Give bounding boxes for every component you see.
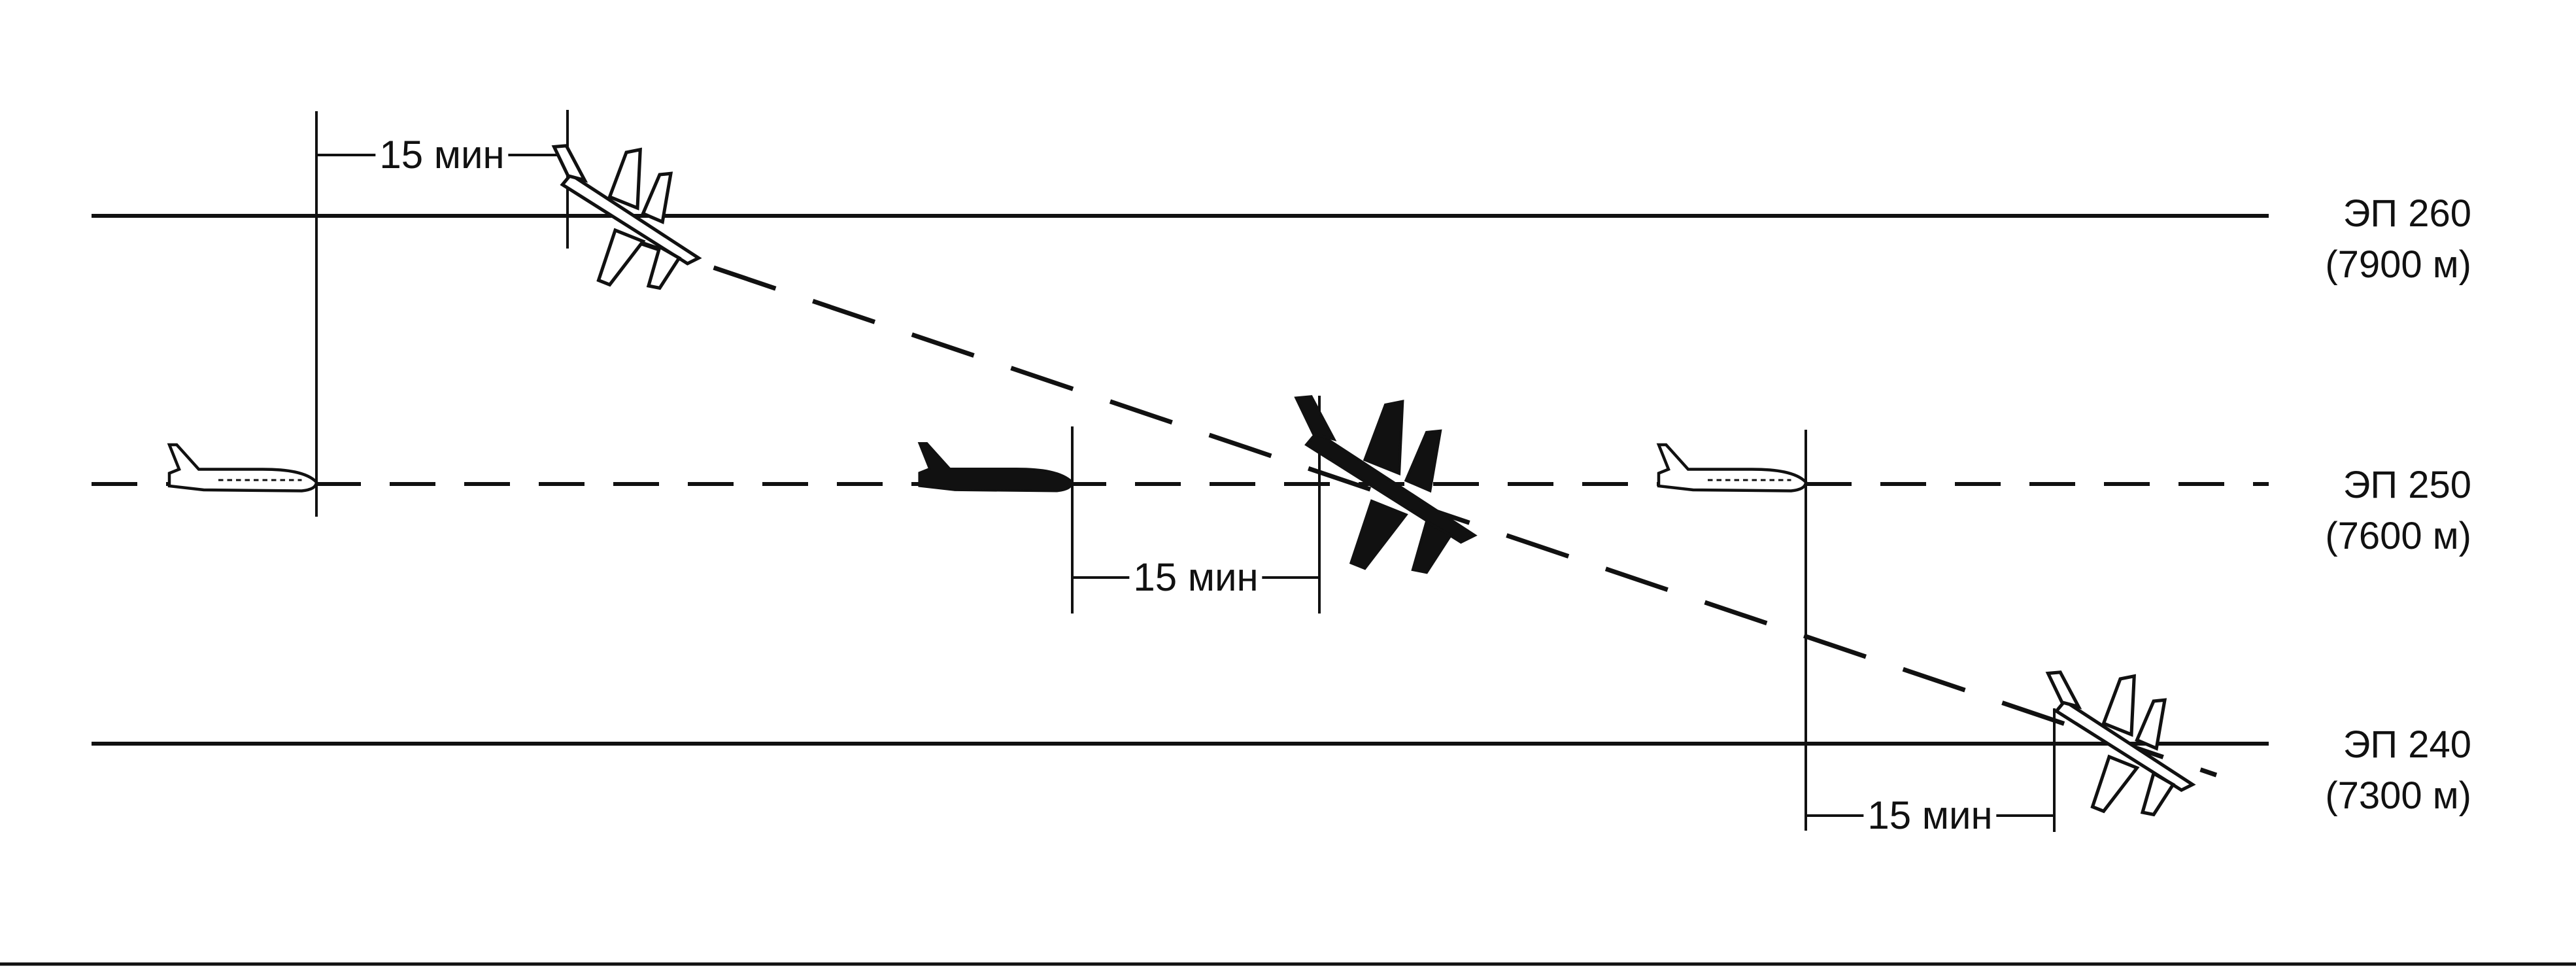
flight-level-240-altitude: (7300 м) [2325, 774, 2471, 817]
airliner-right-icon [1659, 445, 1806, 491]
flight-level-250-name: ЭП 250 [2343, 464, 2471, 506]
flight-level-260-label: ЭП 260 (7900 м) [2197, 188, 2471, 290]
sep-middle-label: 15 мин [1129, 557, 1263, 598]
flight-level-240-name: ЭП 240 [2343, 723, 2471, 766]
sep-top-label: 15 мин [375, 134, 509, 176]
flight-level-250-altitude: (7600 м) [2325, 515, 2471, 557]
airliner-solid-icon [918, 442, 1074, 493]
airliner-left-icon [169, 445, 316, 491]
flight-level-240-label: ЭП 240 (7300 м) [2197, 719, 2471, 821]
flight-level-260-altitude: (7900 м) [2325, 243, 2471, 286]
flight-level-250-label: ЭП 250 (7600 м) [2197, 460, 2471, 562]
sep-bottom-label: 15 мин [1863, 795, 1997, 837]
flight-level-260-name: ЭП 260 [2343, 192, 2471, 235]
